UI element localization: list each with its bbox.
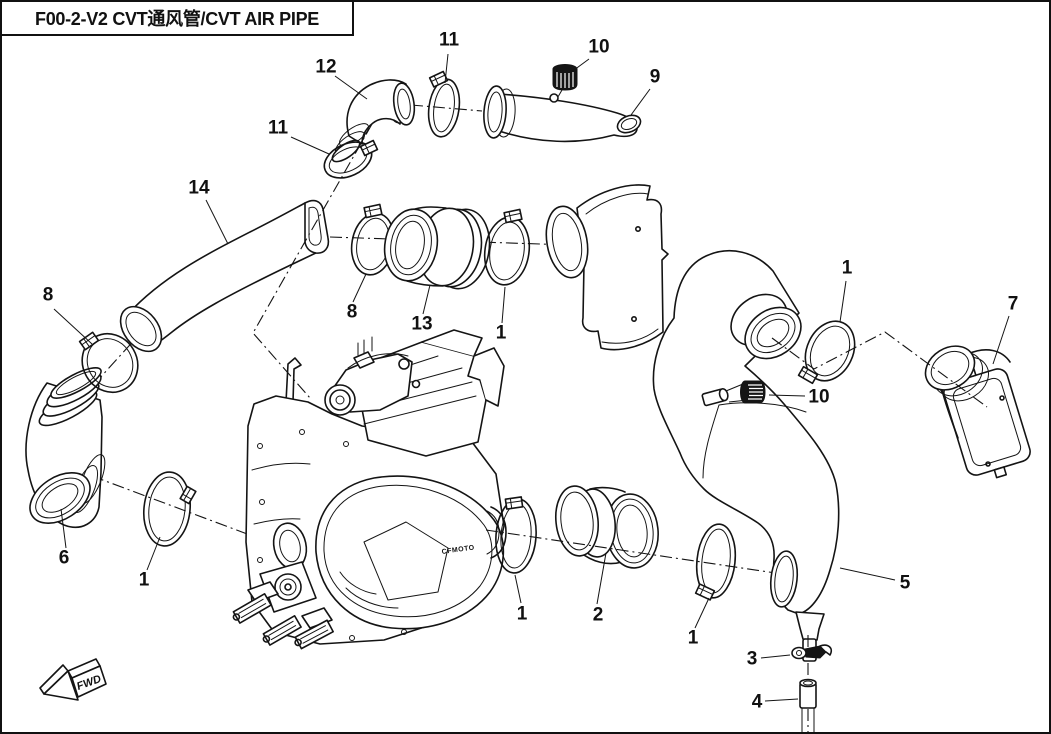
vent-fitting [701,387,729,407]
callout-2-16: 2 [593,605,604,626]
part-14-vent-pipe [119,199,330,353]
part-11-clamp-lower [323,139,379,179]
title-box: F00-2-V2 CVT通风管/CVT AIR PIPE [2,2,354,36]
center-line-duct7-axis [771,331,988,408]
callout-10-12: 10 [808,387,829,408]
callout-1-15: 1 [517,604,528,625]
callout-11-1: 11 [439,30,460,51]
callout-14-5: 14 [188,178,210,199]
part-1-clamp-middle [483,208,531,286]
callout-8-6: 8 [43,285,54,306]
callout-5-18: 5 [900,573,911,594]
part-4-drain-tube [799,678,817,732]
callout-4-20: 4 [752,692,763,713]
part-1-clamp-bottom-left [495,496,537,574]
part-10-breather-plug-right [740,380,766,404]
page-title: F00-2-V2 CVT通风管/CVT AIR PIPE [35,9,319,29]
part-9-vent-pipe [483,85,642,143]
callout-3-19: 3 [747,649,758,670]
callout-9-3: 9 [650,67,661,88]
callout-10-2: 10 [588,37,609,58]
part-6-elbow-boot [25,367,106,529]
part-10-breather-plug-top [552,64,578,91]
callout-13-8: 13 [411,314,432,335]
part-1-clamp-left [143,471,197,547]
part-engine-assembly: CFMOTO [232,329,507,650]
part-3-spring-clip [791,644,833,660]
engine-brand-label: CFMOTO [441,544,475,556]
part-7-intake-duct [924,345,1031,479]
callout-12-0: 12 [315,57,336,78]
callout-8-7: 8 [347,302,358,323]
part-13-bellows-duct [383,206,491,290]
cvt-outlet [490,506,507,559]
part-1-clamp-top-right [797,320,856,385]
callout-11-4: 11 [268,118,289,139]
heat-shield [545,184,669,351]
fwd-arrow: FWD [39,658,107,701]
callout-6-13: 6 [59,548,70,569]
callout-7-11: 7 [1008,294,1019,315]
callout-1-17: 1 [688,628,699,649]
part-1-clamp-bottom-middle [694,523,737,601]
drain-nipple [795,611,825,641]
callout-1-14: 1 [139,570,150,591]
leader-lines [53,53,1010,702]
callout-1-9: 1 [496,323,507,344]
part-11-clamp-top [427,70,461,138]
part-2-elbow-adapter [554,485,659,569]
callout-1-10: 1 [842,258,853,279]
plug-seal-ring [549,93,559,103]
part-12-elbow-pipe [331,79,416,163]
part-5-cvt-air-pipe [652,249,840,662]
